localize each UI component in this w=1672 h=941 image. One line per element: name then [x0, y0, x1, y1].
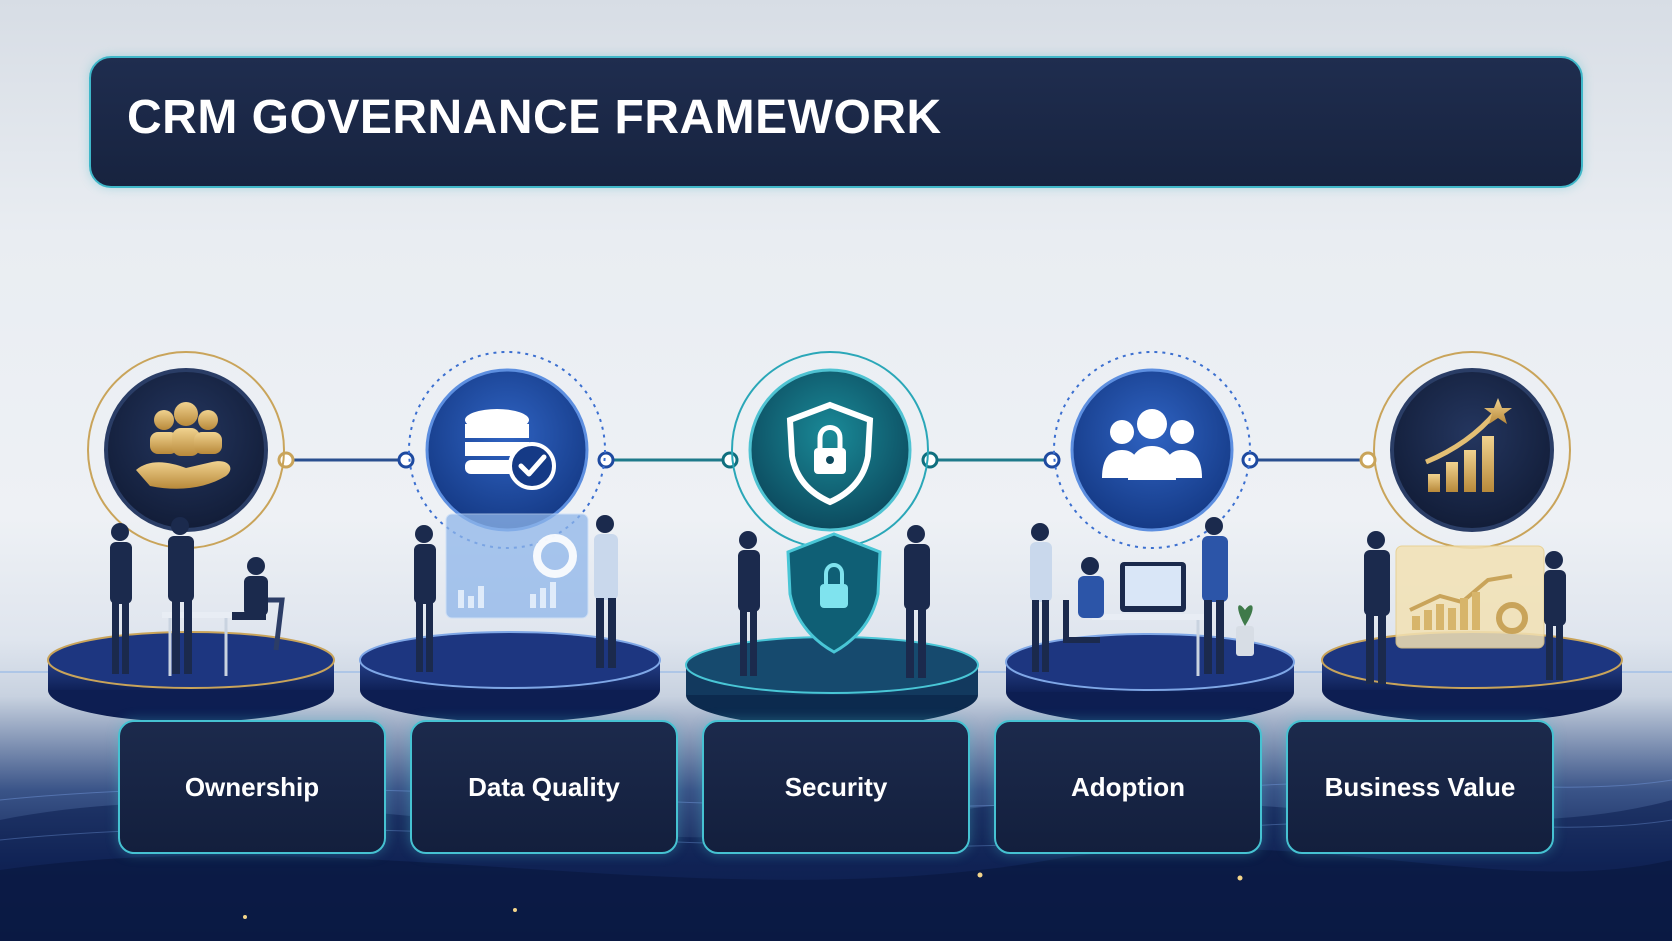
- ownership-circle: [87, 351, 285, 549]
- adoption-circle: [1053, 351, 1251, 549]
- connector-lines: [277, 451, 1377, 469]
- pillar-label-security: Security: [702, 720, 970, 854]
- pillar-label-data-quality: Data Quality: [410, 720, 678, 854]
- business-value-circle: [1373, 351, 1571, 549]
- data-quality-scene: [414, 513, 618, 672]
- pillar-label-text: Adoption: [1070, 771, 1186, 802]
- adoption-scene: [1030, 517, 1254, 676]
- person-figure: [1364, 531, 1566, 684]
- pillar-label-text: Data Quality: [468, 771, 620, 802]
- people-in-hand-icon: [136, 402, 231, 489]
- person-figure: [414, 515, 618, 672]
- person-figure: [1030, 517, 1228, 674]
- shield-lock-icon: [786, 401, 874, 506]
- pillar-label-ownership: Ownership: [118, 720, 386, 854]
- growth-chart-icon: [1425, 398, 1512, 492]
- pillar-label-text: Security: [784, 771, 888, 802]
- platform-1: [47, 631, 335, 722]
- business-value-scene: [1364, 531, 1566, 684]
- security-scene: [738, 525, 930, 678]
- database-check-icon: [465, 409, 556, 490]
- user-group-icon: [1102, 409, 1202, 480]
- pillar-label-text: Ownership: [184, 771, 320, 802]
- security-circle: [731, 351, 929, 549]
- platform-3: [685, 636, 979, 727]
- pillar-label-business-value: Business Value: [1286, 720, 1554, 854]
- pillar-label-text: Business Value: [1324, 771, 1516, 802]
- person-figure: [738, 525, 930, 678]
- person-figure: [110, 517, 268, 674]
- title-bar: CRM GOVERNANCE FRAMEWORK: [89, 56, 1583, 188]
- platform-2: [359, 631, 661, 722]
- page-title: CRM GOVERNANCE FRAMEWORK: [127, 91, 942, 144]
- pillar-label-adoption: Adoption: [994, 720, 1262, 854]
- ownership-scene: [110, 517, 285, 676]
